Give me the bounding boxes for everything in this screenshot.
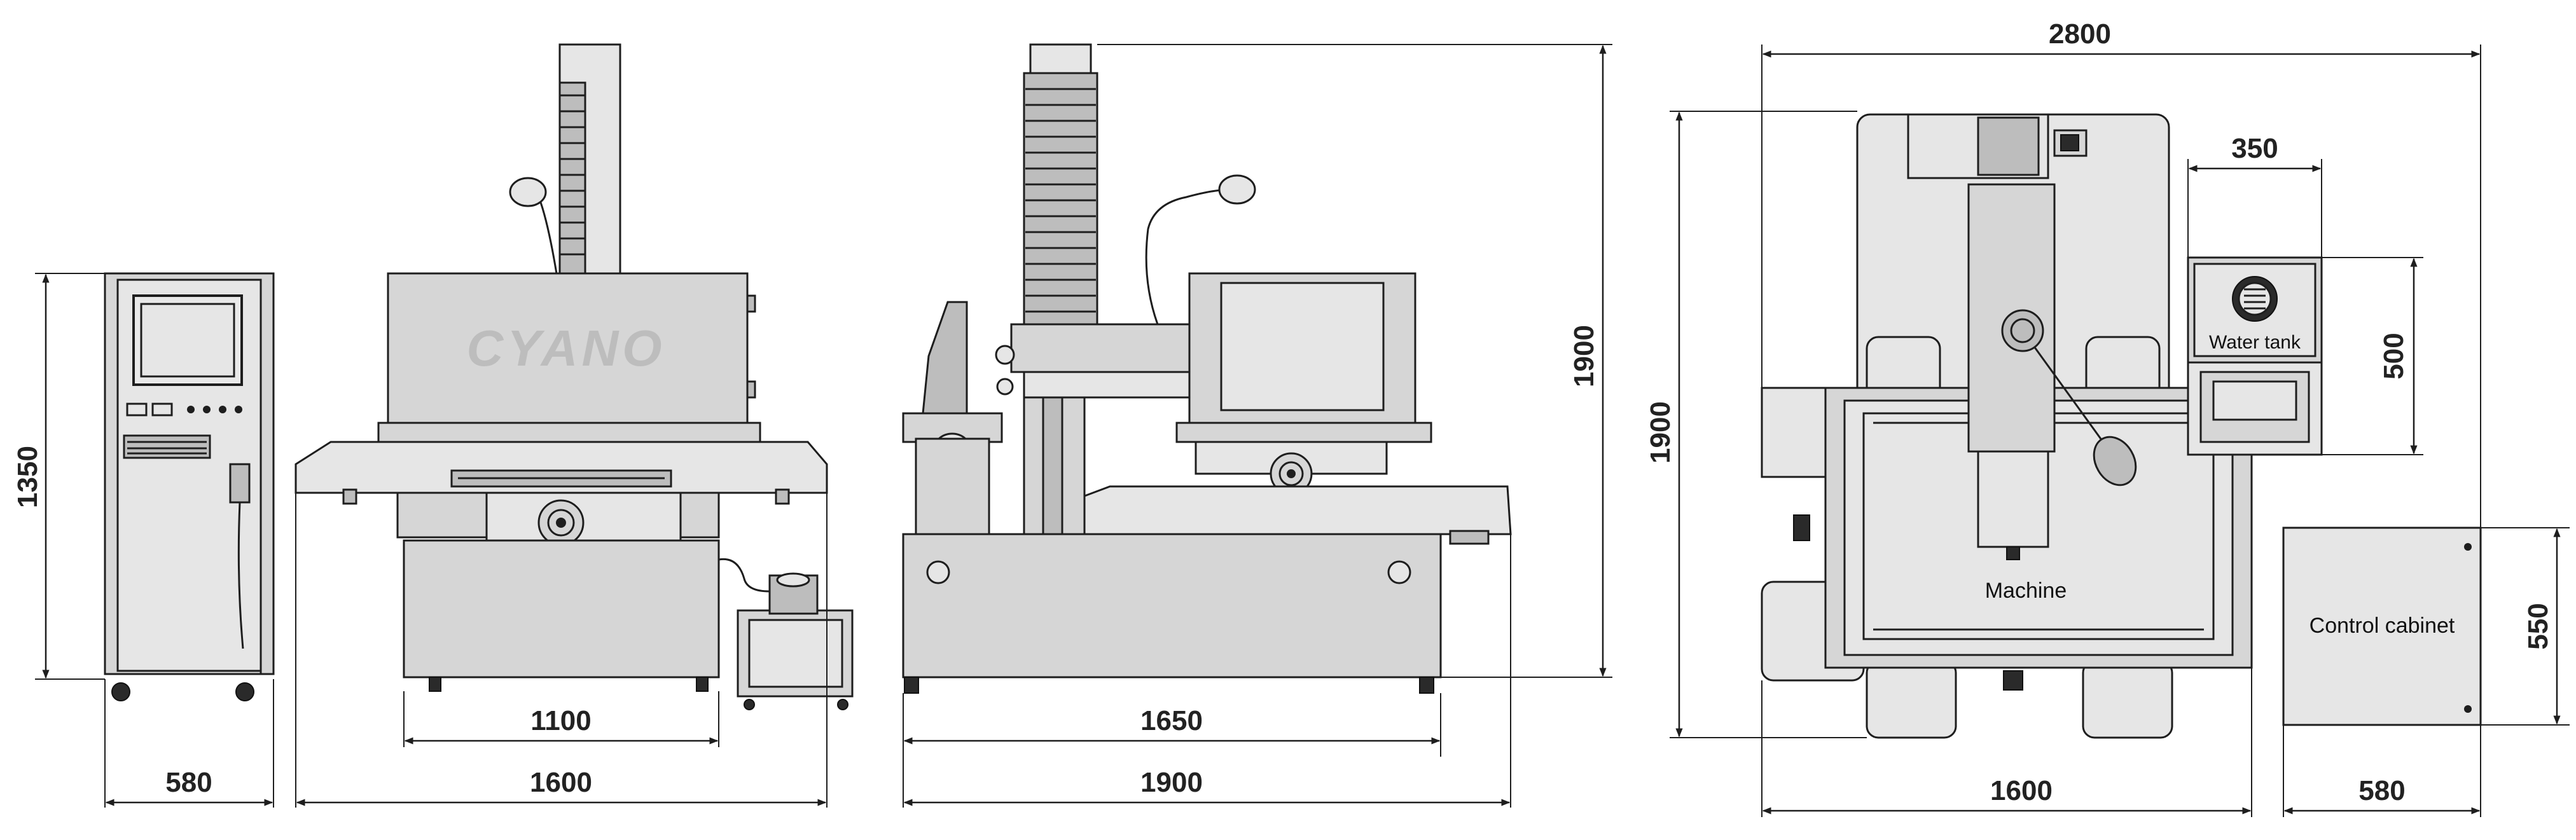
cabinet-buttons	[126, 403, 242, 417]
wire-tension-unit	[921, 301, 968, 421]
cabinet-depth-dimension: 550	[2523, 603, 2554, 649]
side-machine-base	[902, 533, 1442, 678]
plan-overall-depth-dimension: 1900	[1645, 401, 1676, 464]
machine-side-view: 1900 1650 1900	[902, 43, 1612, 808]
monitor-glass	[140, 303, 235, 378]
handheld-pendant	[229, 463, 251, 504]
machine-base	[403, 539, 720, 678]
front-overall-width-dimension: 1600	[530, 767, 592, 798]
worktable	[377, 422, 761, 443]
side-work-lamp	[1218, 174, 1256, 205]
plan-machine-width-dimension: 1600	[1990, 775, 2053, 806]
ram-arm	[1010, 323, 1191, 373]
machine-height-dimension: 1900	[1568, 325, 1600, 387]
plan-cabinet-width-dimension: 580	[2358, 775, 2405, 806]
plan-overall-width-dimension: 2800	[2049, 18, 2111, 50]
cabinet-casters	[111, 682, 254, 701]
water-tank-depth-dimension: 500	[2378, 333, 2409, 379]
work-lamp	[509, 177, 547, 207]
plan-lamp-arm	[2021, 330, 2107, 446]
cabinet-height-dimension: 1350	[12, 446, 43, 508]
machine-label: Machine	[1985, 579, 2067, 603]
side-bed	[1083, 485, 1512, 535]
control-cabinet-plan	[2282, 527, 2482, 726]
control-cabinet-label: Control cabinet	[2309, 614, 2455, 638]
machine-front-view: CYANO 1100	[294, 43, 854, 808]
work-tank	[387, 272, 749, 424]
leveling-feet	[429, 677, 709, 692]
water-tank-width-dimension: 350	[2231, 133, 2278, 164]
side-base-width-dimension: 1650	[1140, 705, 1203, 736]
side-leveling-feet	[904, 677, 1434, 694]
control-cabinet-side-view: 1350 580	[12, 272, 275, 808]
cabinet-keyboard	[123, 434, 211, 459]
water-tank-label: Water tank	[2209, 332, 2301, 353]
y-carriage	[485, 492, 682, 542]
side-lamp-arm	[1145, 189, 1235, 325]
cabinet-width-dimension: 580	[165, 767, 212, 798]
side-overall-width-dimension: 1900	[1140, 767, 1203, 798]
layout-plan-view: Machine Water tank Control cabinet 2800 …	[1645, 18, 2570, 817]
base-width-dimension: 1100	[530, 705, 591, 736]
brand-logo: CYANO	[467, 320, 666, 376]
